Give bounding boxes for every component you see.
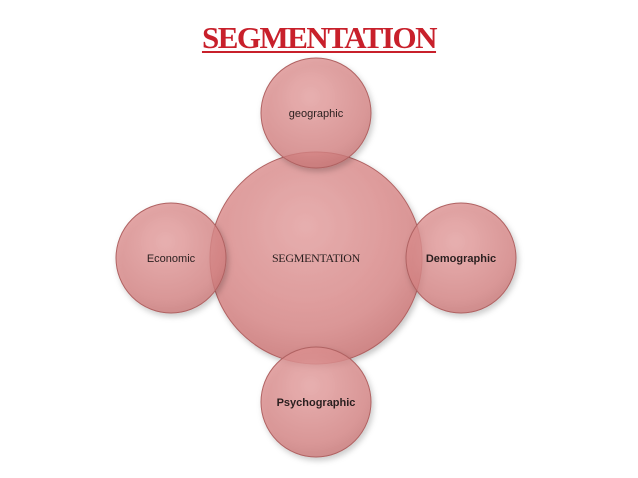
slide-title: SEGMENTATION: [201, 20, 438, 55]
node-label-left: Economic: [147, 253, 196, 265]
node-label-bottom: Psychographic: [277, 397, 356, 409]
node-circle-right: [405, 202, 517, 314]
node-label-top: geographic: [289, 108, 344, 120]
node-circle-bottom: [260, 346, 372, 458]
node-label-right: Demographic: [426, 253, 496, 265]
node-circle-top: [260, 57, 372, 169]
node-circle-left: [115, 202, 227, 314]
center-label: SEGMENTATION: [272, 251, 361, 265]
